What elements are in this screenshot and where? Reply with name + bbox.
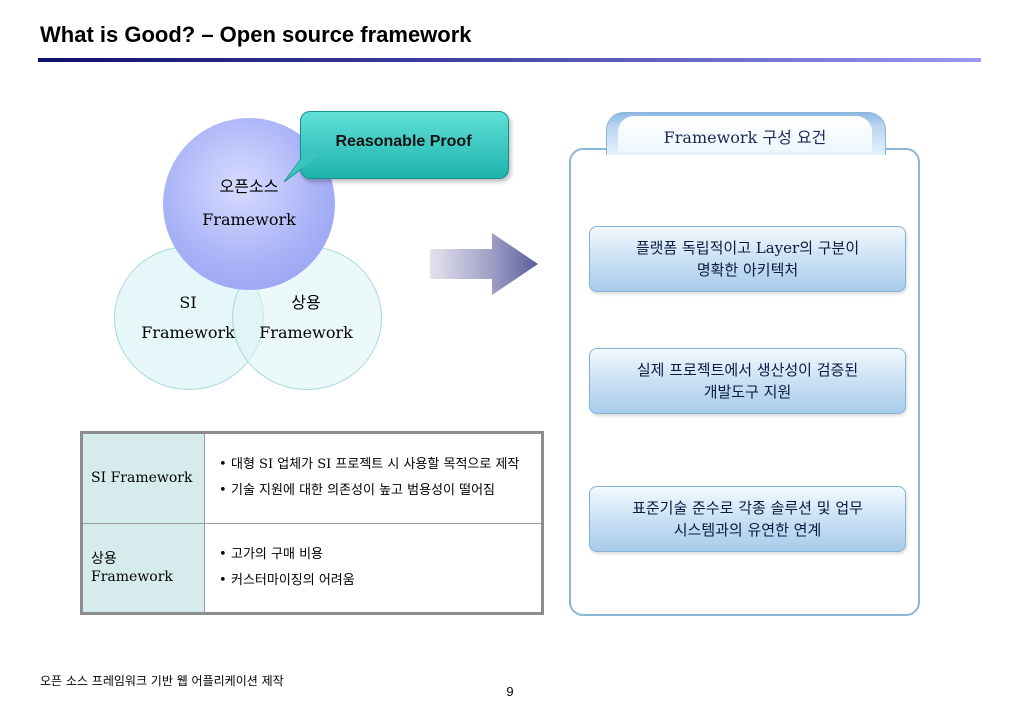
- framework-comparison-table: SI Framework 대형 SI 업체가 SI 프로젝트 시 사용할 목적으…: [80, 431, 544, 615]
- requirement-line2: 개발도구 지원: [703, 383, 792, 401]
- bullet-list: 고가의 구매 비용 커스터마이징의 어려움: [217, 542, 540, 594]
- panel-title: Framework 구성 요건: [663, 128, 827, 147]
- list-item: 고가의 구매 비용: [219, 542, 540, 568]
- venn-label-si-line1: SI: [179, 293, 197, 312]
- list-item: 커스터마이징의 어려움: [219, 568, 540, 594]
- right-arrow-icon: [430, 233, 538, 295]
- row-head-commercial-line2: Framework: [91, 568, 173, 585]
- requirement-line2: 명확한 아키텍처: [696, 261, 799, 279]
- requirement-card: 표준기술 준수로 각종 솔루션 및 업무 시스템과의 유연한 연계: [589, 486, 906, 552]
- callout-tail-cover: [286, 153, 322, 180]
- row-head-commercial: 상용 Framework: [81, 522, 205, 614]
- venn-label-commercial-line1: 상용: [291, 293, 321, 312]
- table-row: SI Framework 대형 SI 업체가 SI 프로젝트 시 사용할 목적으…: [81, 432, 543, 524]
- venn-label-commercial-line2: Framework: [259, 323, 353, 342]
- venn-label-si: SI Framework: [128, 288, 248, 348]
- callout-text: Reasonable Proof: [335, 133, 472, 150]
- requirement-line1: 실제 프로젝트에서 생산성이 검증된: [636, 361, 859, 379]
- venn-label-si-line2: Framework: [141, 323, 235, 342]
- bullet-list: 대형 SI 업체가 SI 프로젝트 시 사용할 목적으로 제작 기술 지원에 대…: [217, 452, 540, 504]
- requirement-card: 실제 프로젝트에서 생산성이 검증된 개발도구 지원: [589, 348, 906, 414]
- row-head-commercial-line1: 상용: [91, 550, 117, 567]
- slide-title: What is Good? – Open source framework: [40, 22, 472, 47]
- venn-label-open-source-line2: Framework: [202, 210, 296, 229]
- venn-diagram: 오픈소스 Framework SI Framework 상용 Framework…: [0, 0, 560, 420]
- requirement-line2: 시스템과의 유연한 연계: [673, 521, 822, 539]
- page-number: 9: [506, 684, 514, 699]
- list-item: 기술 지원에 대한 의존성이 높고 범용성이 떨어짐: [219, 478, 540, 504]
- venn-label-open-source: 오픈소스 Framework: [163, 172, 335, 235]
- row-body-commercial: 고가의 구매 비용 커스터마이징의 어려움: [204, 522, 543, 614]
- requirement-card: 플랫폼 독립적이고 Layer의 구분이 명확한 아키텍처: [589, 226, 906, 292]
- callout-bubble: [300, 111, 509, 179]
- panel-tab-inner: [618, 116, 872, 152]
- row-body-si: 대형 SI 업체가 SI 프로젝트 시 사용할 목적으로 제작 기술 지원에 대…: [204, 432, 543, 524]
- title-rule: [38, 58, 981, 62]
- venn-label-commercial: 상용 Framework: [246, 288, 366, 348]
- list-item: 대형 SI 업체가 SI 프로젝트 시 사용할 목적으로 제작: [219, 452, 540, 478]
- row-head-si: SI Framework: [81, 432, 205, 524]
- venn-label-open-source-line1: 오픈소스: [219, 177, 279, 196]
- slide-footer: 오픈 소스 프레임워크 기반 웹 어플리케이션 제작: [40, 674, 284, 688]
- table-row: 상용 Framework 고가의 구매 비용 커스터마이징의 어려움: [81, 522, 543, 614]
- requirement-line1: 표준기술 준수로 각종 솔루션 및 업무: [632, 499, 863, 517]
- requirement-line1: 플랫폼 독립적이고 Layer의 구분이: [635, 239, 860, 257]
